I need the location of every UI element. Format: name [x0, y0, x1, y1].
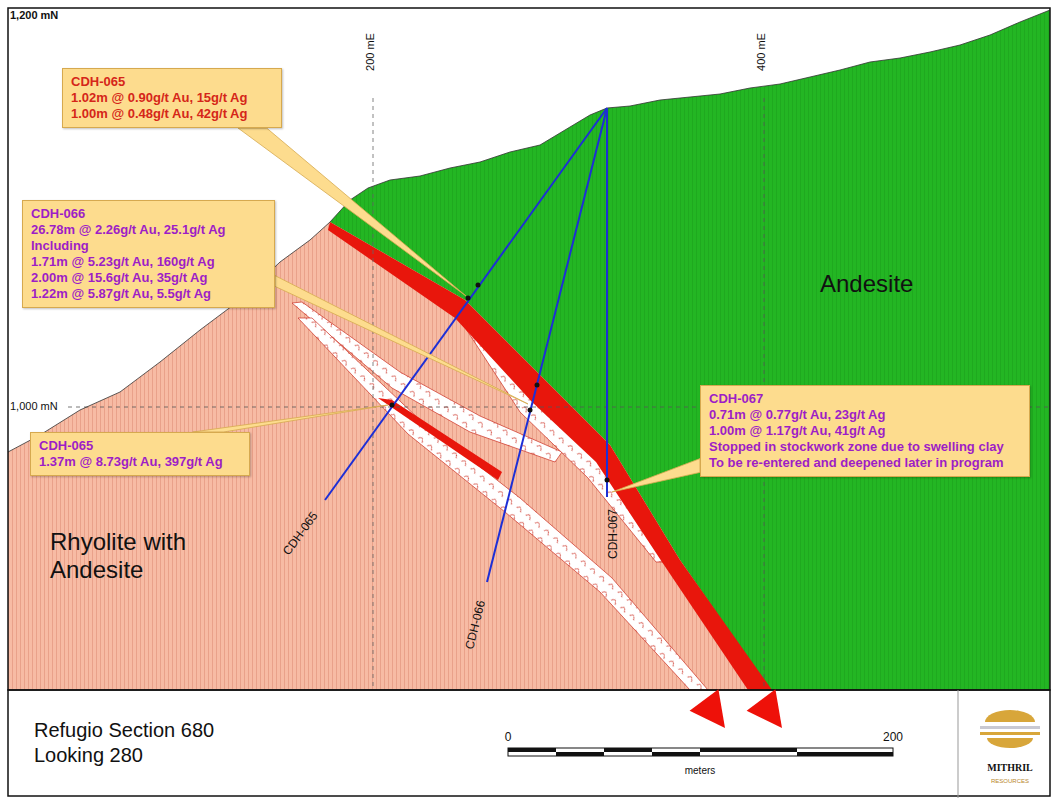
section-label: CDH-067: [607, 509, 621, 559]
callout-text: 1.02m @ 0.90g/t Au, 15g/t Ag: [71, 90, 273, 106]
section-label: 0: [505, 731, 512, 745]
callout-text: Including: [31, 238, 266, 254]
section-label: 1,200 mN: [10, 9, 58, 22]
section-title: Refugio Section 680 Looking 280: [34, 718, 249, 768]
callout-text: 1.00m @ 0.48g/t Au, 42g/t Ag: [71, 106, 273, 122]
section-label: Andesite: [820, 270, 913, 298]
callout-text: 0.71m @ 0.77g/t Au, 23g/t Ag: [709, 407, 1021, 423]
dip-arrow: [690, 689, 725, 728]
callout-text: 1.00m @ 1.17g/t Au, 41g/t Ag: [709, 423, 1021, 439]
section-label: 200: [883, 731, 903, 745]
callout-text: CDH-066: [31, 206, 266, 222]
callout-pointer: [612, 459, 700, 492]
section-label: MITHRIL: [987, 762, 1033, 774]
callout-text: 2.00m @ 15.6g/t Au, 35g/t Ag: [31, 270, 266, 286]
section-label: 200 mE: [364, 33, 377, 71]
callout-text: CDH-065: [71, 74, 273, 90]
callout-text: Stopped in stockwork zone due to swellin…: [709, 439, 1021, 455]
section-label: 1,000 mN: [10, 400, 58, 413]
callout-text: 1.71m @ 5.23g/t Au, 160g/t Ag: [31, 254, 266, 270]
scale-bar: [508, 748, 893, 756]
callout-pointer: [193, 405, 388, 432]
stockwork-zone: [298, 318, 708, 690]
callout-text: CDH-067: [709, 391, 1021, 407]
drill-hole: [325, 108, 607, 582]
logo-mark: [980, 710, 1040, 748]
section-label: 400 mE: [755, 33, 768, 71]
section-label: meters: [685, 765, 716, 777]
callout-text: CDH-065: [39, 438, 241, 454]
intercept-dot: [390, 283, 610, 483]
callout-text: 1.22m @ 5.87g/t Au, 5.5g/t Ag: [31, 286, 266, 302]
assay-callout: CDH-0651.02m @ 0.90g/t Au, 15g/t Ag1.00m…: [62, 68, 282, 128]
callout-pointer: [275, 276, 528, 404]
vein: [378, 398, 502, 480]
assay-callout: CDH-0651.37m @ 8.73g/t Au, 397g/t Ag: [30, 432, 250, 476]
section-label: RESOURCES: [991, 778, 1029, 785]
callout-text: 26.78m @ 2.26g/t Au, 25.1g/t Ag: [31, 222, 266, 238]
dip-arrow: [747, 689, 782, 728]
callout-text: To be re-entered and deepened later in p…: [709, 455, 1021, 471]
callout-text: 1.37m @ 8.73g/t Au, 397g/t Ag: [39, 454, 241, 470]
assay-callout: CDH-0670.71m @ 0.77g/t Au, 23g/t Ag1.00m…: [700, 385, 1030, 477]
section-label: Rhyolite with Andesite: [50, 528, 225, 583]
assay-callout: CDH-06626.78m @ 2.26g/t Au, 25.1g/t AgIn…: [22, 200, 275, 308]
